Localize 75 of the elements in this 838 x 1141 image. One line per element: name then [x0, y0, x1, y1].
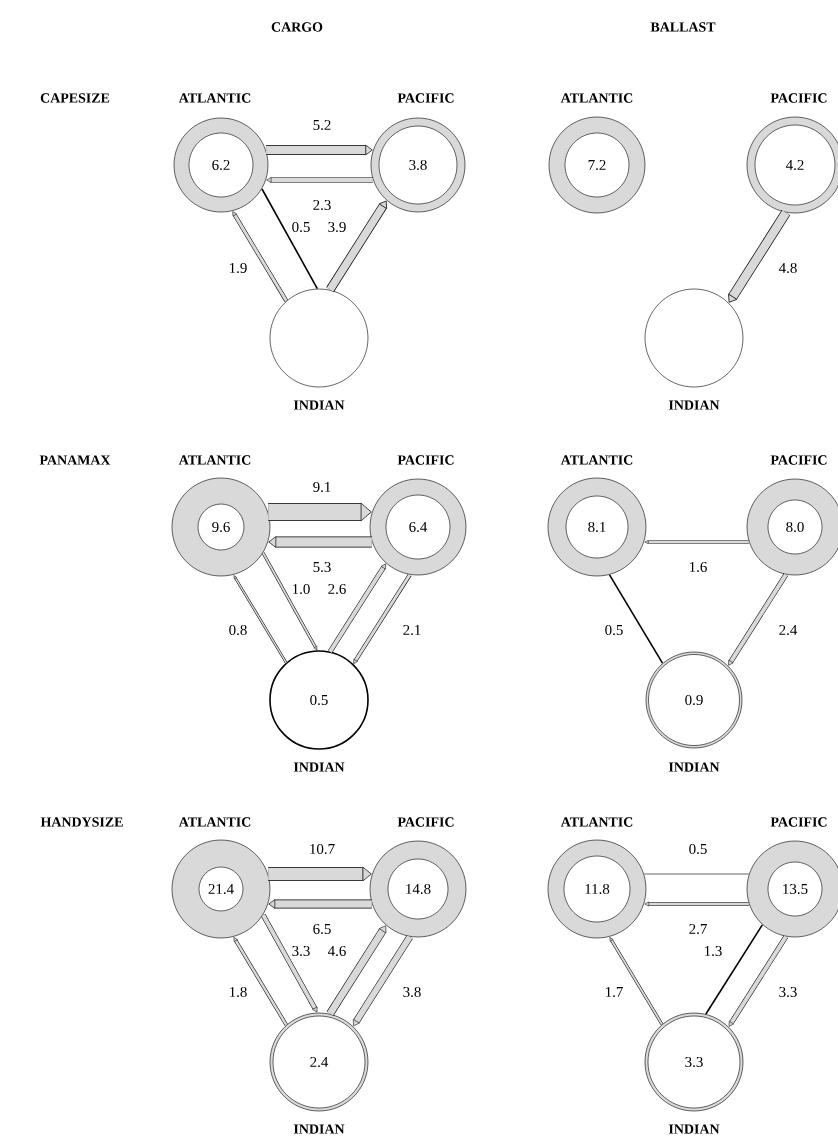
flow-arrow — [609, 937, 664, 1026]
edge-label: 1.3 — [702, 944, 724, 958]
edge-label: 1.6 — [687, 560, 709, 574]
ocean-heading: ATLANTIC — [560, 455, 633, 465]
flow-arrow — [728, 210, 791, 303]
edge-label: 5.3 — [311, 560, 333, 574]
edge-label: 1.9 — [227, 261, 249, 275]
edge-label: 2.3 — [311, 198, 333, 212]
flow-arrow — [268, 899, 372, 909]
edge-label: 0.5 — [290, 220, 312, 234]
row-heading: HANDYSIZE — [40, 817, 123, 827]
ocean-heading: ATLANTIC — [178, 817, 251, 827]
flow-arrow — [327, 563, 386, 654]
ocean-heading: PACIFIC — [397, 817, 454, 827]
edge-label: 2.6 — [326, 582, 348, 596]
ocean-heading: PACIFIC — [397, 455, 454, 465]
ocean-heading: INDIAN — [293, 1124, 345, 1134]
ocean-heading: ATLANTIC — [178, 455, 251, 465]
edge-label: 2.4 — [777, 623, 799, 637]
flow-arrow — [353, 573, 412, 664]
edge-label: 3.9 — [326, 220, 348, 234]
flow-arrow — [644, 540, 750, 544]
flow-arrow — [268, 866, 372, 882]
flow-line — [705, 924, 764, 1015]
edge-label: 1.0 — [290, 582, 312, 596]
flow-arrow — [353, 934, 413, 1027]
edge-label: 3.8 — [401, 985, 423, 999]
edge-label: 0.8 — [227, 623, 249, 637]
edge-label: 10.7 — [307, 842, 337, 856]
flow-arrow — [728, 573, 789, 666]
ocean-heading: PACIFIC — [770, 455, 827, 465]
ocean-heading: INDIAN — [668, 400, 720, 410]
flow-arrow — [266, 144, 373, 156]
ocean-heading: INDIAN — [293, 400, 345, 410]
row-heading: CAPESIZE — [40, 93, 110, 103]
column-heading: BALLAST — [650, 22, 716, 32]
flow-line — [261, 188, 319, 290]
flow-arrow — [326, 200, 387, 293]
flow-arrow — [260, 913, 318, 1013]
edge-label: 0.5 — [603, 623, 625, 637]
edge-label: 0.5 — [687, 842, 709, 856]
flow-arrow — [233, 937, 288, 1026]
edge-label: 9.1 — [311, 480, 333, 494]
flow-arrow — [233, 575, 288, 664]
flow-arrow — [266, 177, 373, 183]
ocean-heading: INDIAN — [668, 762, 720, 772]
ocean-heading: PACIFIC — [397, 93, 454, 103]
edge-label: 1.7 — [603, 985, 625, 999]
flow-arrow — [268, 536, 372, 548]
ocean-heading: ATLANTIC — [560, 817, 633, 827]
flow-arrow — [644, 901, 749, 907]
column-heading: CARGO — [271, 22, 323, 32]
edge-label: 3.3 — [290, 944, 312, 958]
flow-line — [608, 574, 664, 664]
flow-arrow — [261, 552, 318, 651]
flow-arrow — [232, 211, 288, 302]
ocean-heading: INDIAN — [293, 762, 345, 772]
ocean-heading: PACIFIC — [770, 93, 827, 103]
ocean-heading: PACIFIC — [770, 817, 827, 827]
row-heading: PANAMAX — [39, 455, 111, 465]
ocean-heading: INDIAN — [668, 1124, 720, 1134]
ocean-heading: ATLANTIC — [178, 93, 251, 103]
flow-arrow — [728, 935, 789, 1027]
flow-arrow — [268, 502, 372, 522]
edge-label: 5.2 — [311, 118, 333, 132]
edge-label: 4.6 — [326, 944, 348, 958]
edge-label: 4.8 — [777, 261, 799, 275]
edge-label: 6.5 — [311, 922, 333, 936]
edge-label: 3.3 — [777, 985, 799, 999]
edge-label: 2.7 — [687, 922, 709, 936]
edge-label: 1.8 — [227, 985, 249, 999]
edge-label: 2.1 — [401, 623, 423, 637]
flow-arrow — [326, 925, 387, 1016]
ocean-heading: ATLANTIC — [560, 93, 633, 103]
flow-line — [643, 873, 750, 875]
